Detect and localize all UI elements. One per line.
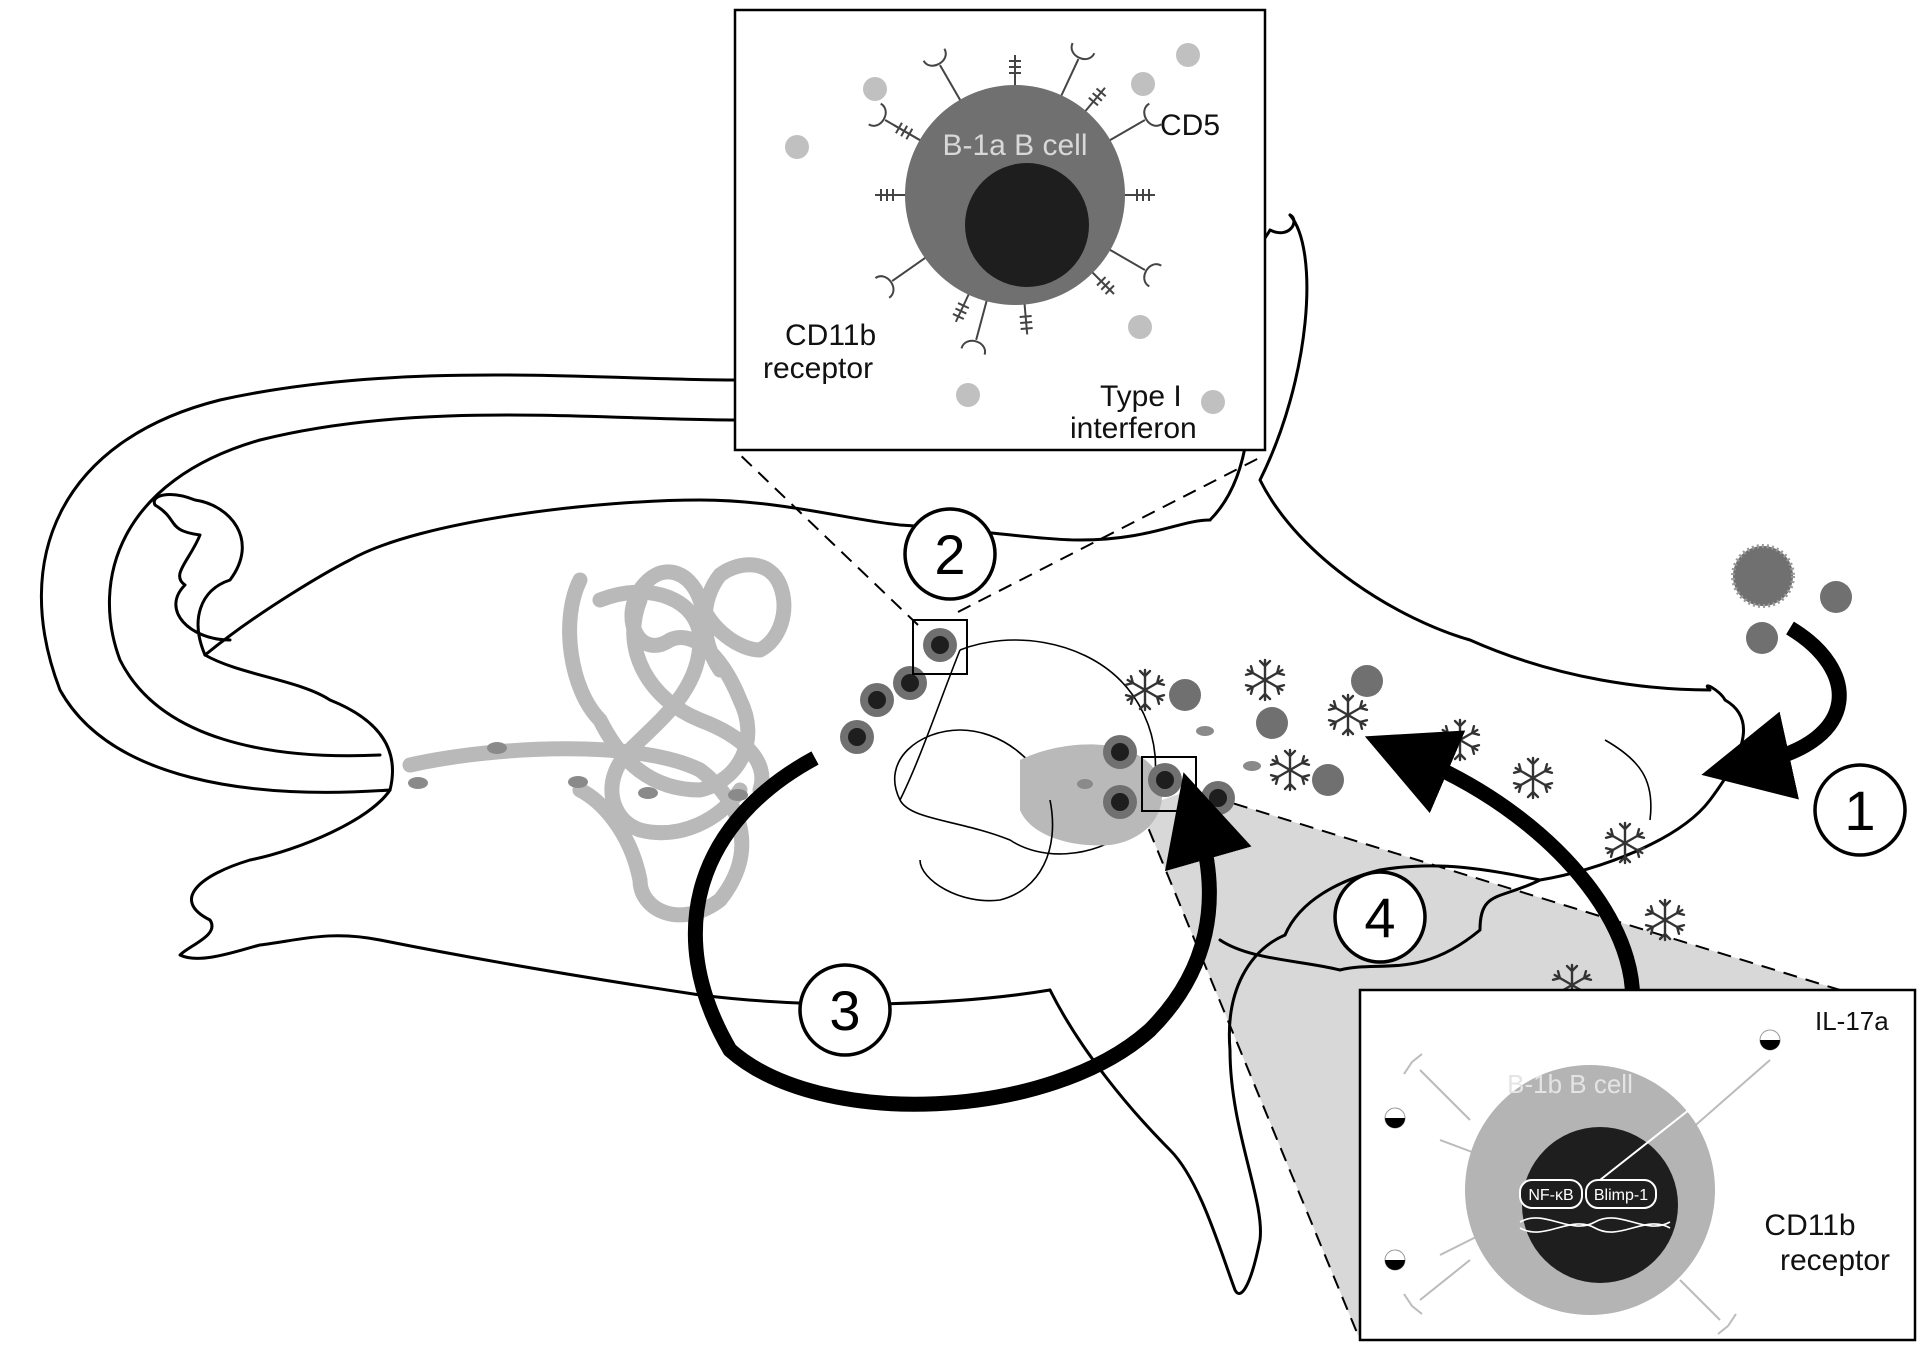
b1a-inset: B-1a B cell CD5 CD11b receptor Type I in… [733,8,1267,452]
arrow-step1-icon [1701,621,1847,800]
step-1-number: 1 [1844,779,1875,842]
cytokine-star-icon [1603,821,1647,865]
organs [893,639,1163,902]
intestine [402,557,792,923]
cd11b-label-line2: receptor [763,352,873,385]
b1a-receptors [868,42,1162,355]
ifn-label-line2: interferon [1070,412,1197,445]
step-3: 3 [798,963,892,1057]
step-3-number: 3 [829,979,860,1042]
spleen-shape [1020,744,1163,846]
zoom-wedge-dashes-b1b [1139,789,1841,1341]
b1b-receptors [1403,1053,1771,1335]
cytokine-star-icon [1243,658,1287,702]
b1b-cell-label: B-1b B cell [1507,1069,1633,1099]
type1-ifn-dots [785,43,1225,414]
step-4: 4 [1333,870,1427,964]
b1b-cd11b-label-line1: CD11b [1764,1209,1855,1242]
b1a-cell-label: B-1a B cell [942,129,1087,162]
zoom-box-b1a [912,619,968,675]
ifn-label-line1: Type I [1100,380,1182,413]
arrow-step3-icon [687,751,1252,1112]
zoom-wedge-dashes-b1a [734,449,1266,626]
blimp1-label: Blimp-1 [1594,1187,1648,1204]
cytokine-star-icon [1511,756,1555,800]
b1a-nucleus [965,163,1089,287]
lymph-spots [408,726,1261,801]
step-1: 1 [1813,763,1907,857]
step-2: 2 [903,507,997,601]
cytokine-star-icon [1438,718,1482,762]
zoom-wedge-b1b [1140,790,1840,1340]
transcription-factors: NF-κB Blimp-1 [1519,1049,1766,1233]
bacterium-icon [1731,544,1795,608]
bacteria-particles [1169,544,1852,796]
il17a-dots [1384,1029,1781,1271]
b1b-cd11b-label-line2: receptor [1780,1244,1890,1277]
step-4-number: 4 [1364,886,1395,949]
cytokine-star-icon [1123,668,1167,712]
il17a-label: IL-17a [1815,1006,1889,1036]
nfkb-label: NF-κB [1528,1187,1573,1204]
cytokine-star-icon [1643,898,1687,942]
b1b-inset: NF-κB Blimp-1 B-1b B cell IL-17a CD11b r… [1358,988,1917,1342]
cytokine-star-icon [1268,748,1312,792]
cd5-label: CD5 [1160,109,1220,142]
cd11b-label-line1: CD11b [785,319,876,352]
cytokine-star-icon [1326,693,1370,737]
step-2-number: 2 [934,523,965,586]
mouse-outline [39,213,1745,1295]
